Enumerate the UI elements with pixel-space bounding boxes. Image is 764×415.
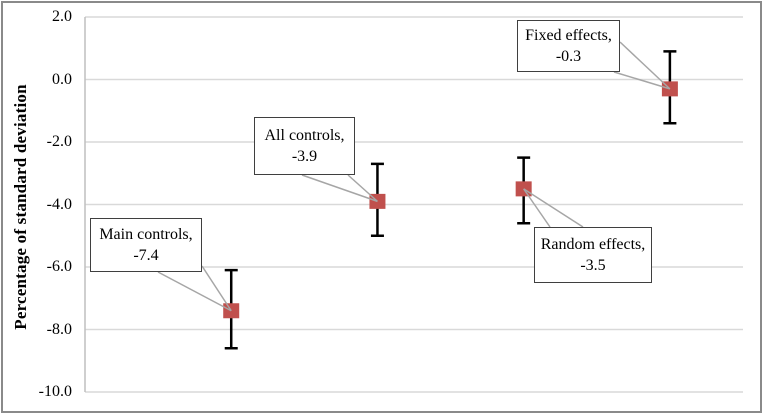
y-tick-label: -2.0 [46,133,72,150]
leader-line [347,174,378,202]
leader-line [619,41,671,90]
leader-line [301,174,378,203]
data-label-name: Random effects, [540,236,646,253]
y-tick-label: -4.0 [46,195,72,213]
data-label-callout: Random effects, -3.5 [534,227,652,283]
leader-line [157,271,232,312]
data-label-name: Fixed effects, [525,27,612,44]
data-label-value: -0.3 [555,48,582,65]
data-label-name: Main controls, [99,226,193,243]
leader-line [523,188,584,228]
data-label-value: -3.9 [291,148,318,165]
y-tick-label: -8.0 [46,320,72,338]
data-label-callout: All controls, -3.9 [254,117,355,175]
y-tick-label: -10.0 [38,383,72,400]
y-tick-label: -6.0 [46,258,72,275]
y-tick-label: 2.0 [52,8,72,25]
y-tick-label: 0.0 [52,70,72,88]
data-label-callout: Main controls, -7.4 [90,218,202,272]
data-label-callout: Fixed effects, -0.3 [517,20,620,72]
leader-line [613,71,671,90]
data-label-name: All controls, [264,127,345,144]
data-label-value: -7.4 [133,247,159,264]
leader-line [523,188,551,228]
leader-line [201,265,232,312]
data-label-value: -3.5 [580,257,606,274]
